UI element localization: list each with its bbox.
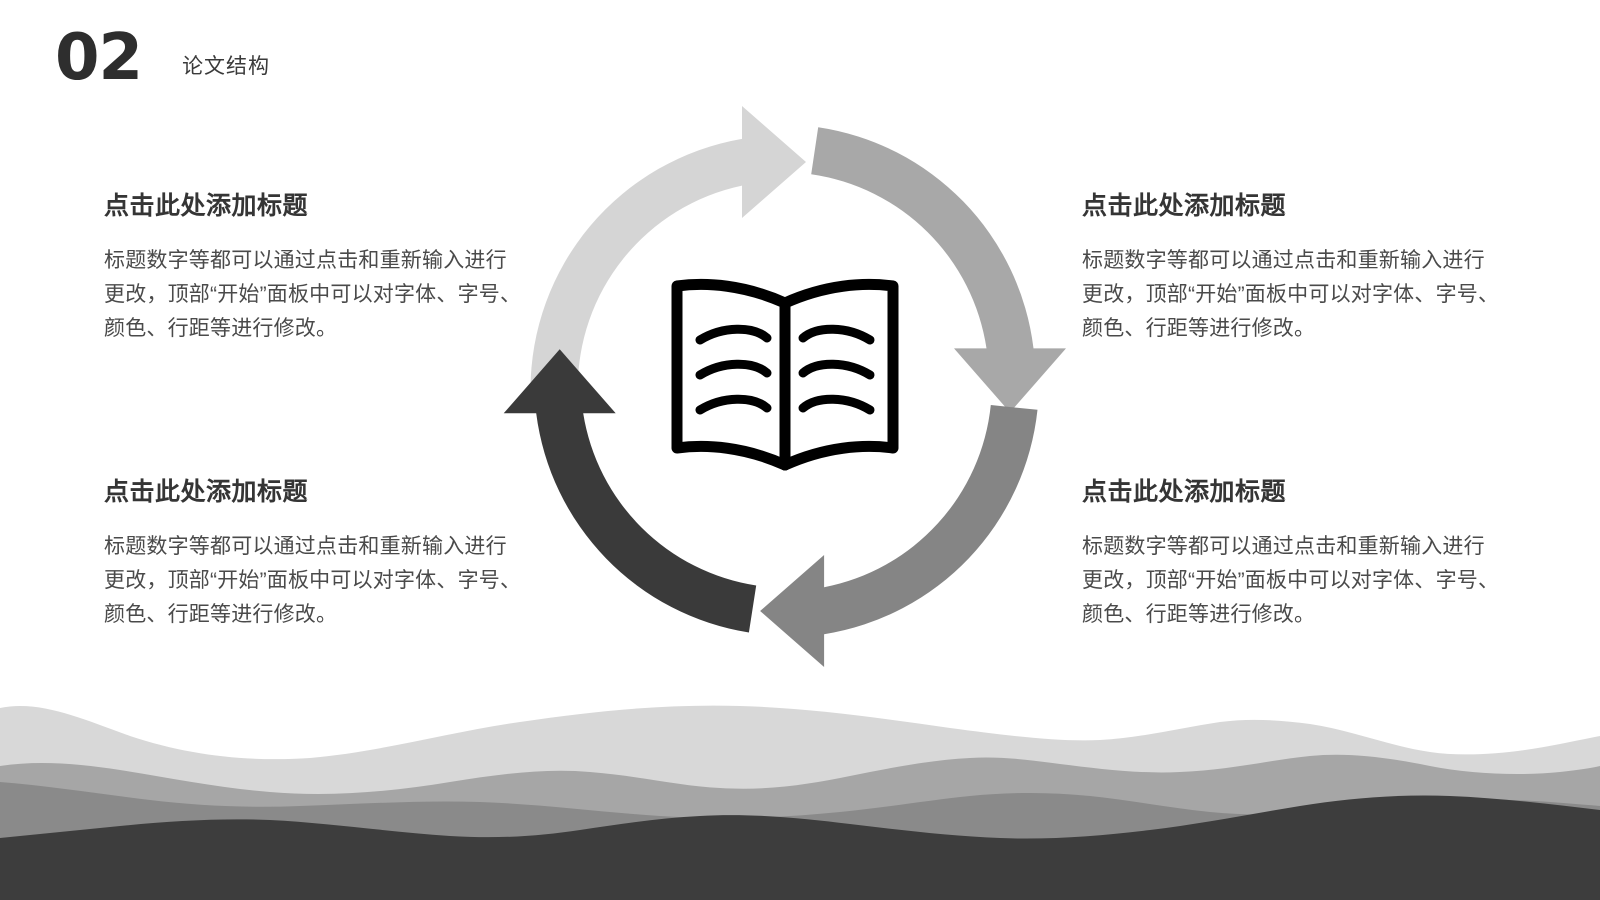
cycle-diagram — [495, 90, 1075, 670]
block-body[interactable]: 标题数字等都可以通过点击和重新输入进行更改，顶部“开始”面板中可以对字体、字号、… — [104, 535, 522, 627]
page-title: 论文结构 — [182, 55, 271, 78]
cycle-arrow-top-left[interactable] — [530, 106, 806, 390]
slide-header: 02 论文结构 — [55, 26, 270, 90]
block-title[interactable]: 点击此处添加标题 — [104, 478, 309, 506]
content-block-top-right[interactable]: 点击此处添加标题 标题数字等都可以通过点击和重新输入进行更改，顶部“开始”面板中… — [1082, 186, 1502, 346]
open-book-icon — [671, 278, 899, 471]
block-title[interactable]: 点击此处添加标题 — [1082, 478, 1287, 506]
cycle-arrow-bottom-right[interactable] — [760, 405, 1038, 667]
block-title[interactable]: 点击此处添加标题 — [1082, 192, 1287, 220]
landscape-layer-foreground — [0, 795, 1600, 900]
content-block-top-left[interactable]: 点击此处添加标题 标题数字等都可以通过点击和重新输入进行更改，顶部“开始”面板中… — [104, 186, 524, 346]
section-number: 02 — [55, 21, 143, 95]
content-block-bottom-left[interactable]: 点击此处添加标题 标题数字等都可以通过点击和重新输入进行更改，顶部“开始”面板中… — [104, 472, 524, 632]
block-body[interactable]: 标题数字等都可以通过点击和重新输入进行更改，顶部“开始”面板中可以对字体、字号、… — [1082, 249, 1500, 341]
block-body[interactable]: 标题数字等都可以通过点击和重新输入进行更改，顶部“开始”面板中可以对字体、字号、… — [1082, 535, 1500, 627]
cycle-arrow-top-right[interactable] — [811, 127, 1066, 413]
block-body[interactable]: 标题数字等都可以通过点击和重新输入进行更改，顶部“开始”面板中可以对字体、字号、… — [104, 249, 522, 341]
cycle-arrow-bottom-left[interactable] — [503, 349, 757, 633]
block-title[interactable]: 点击此处添加标题 — [104, 192, 309, 220]
mountain-landscape — [0, 660, 1600, 900]
content-block-bottom-right[interactable]: 点击此处添加标题 标题数字等都可以通过点击和重新输入进行更改，顶部“开始”面板中… — [1082, 472, 1502, 632]
